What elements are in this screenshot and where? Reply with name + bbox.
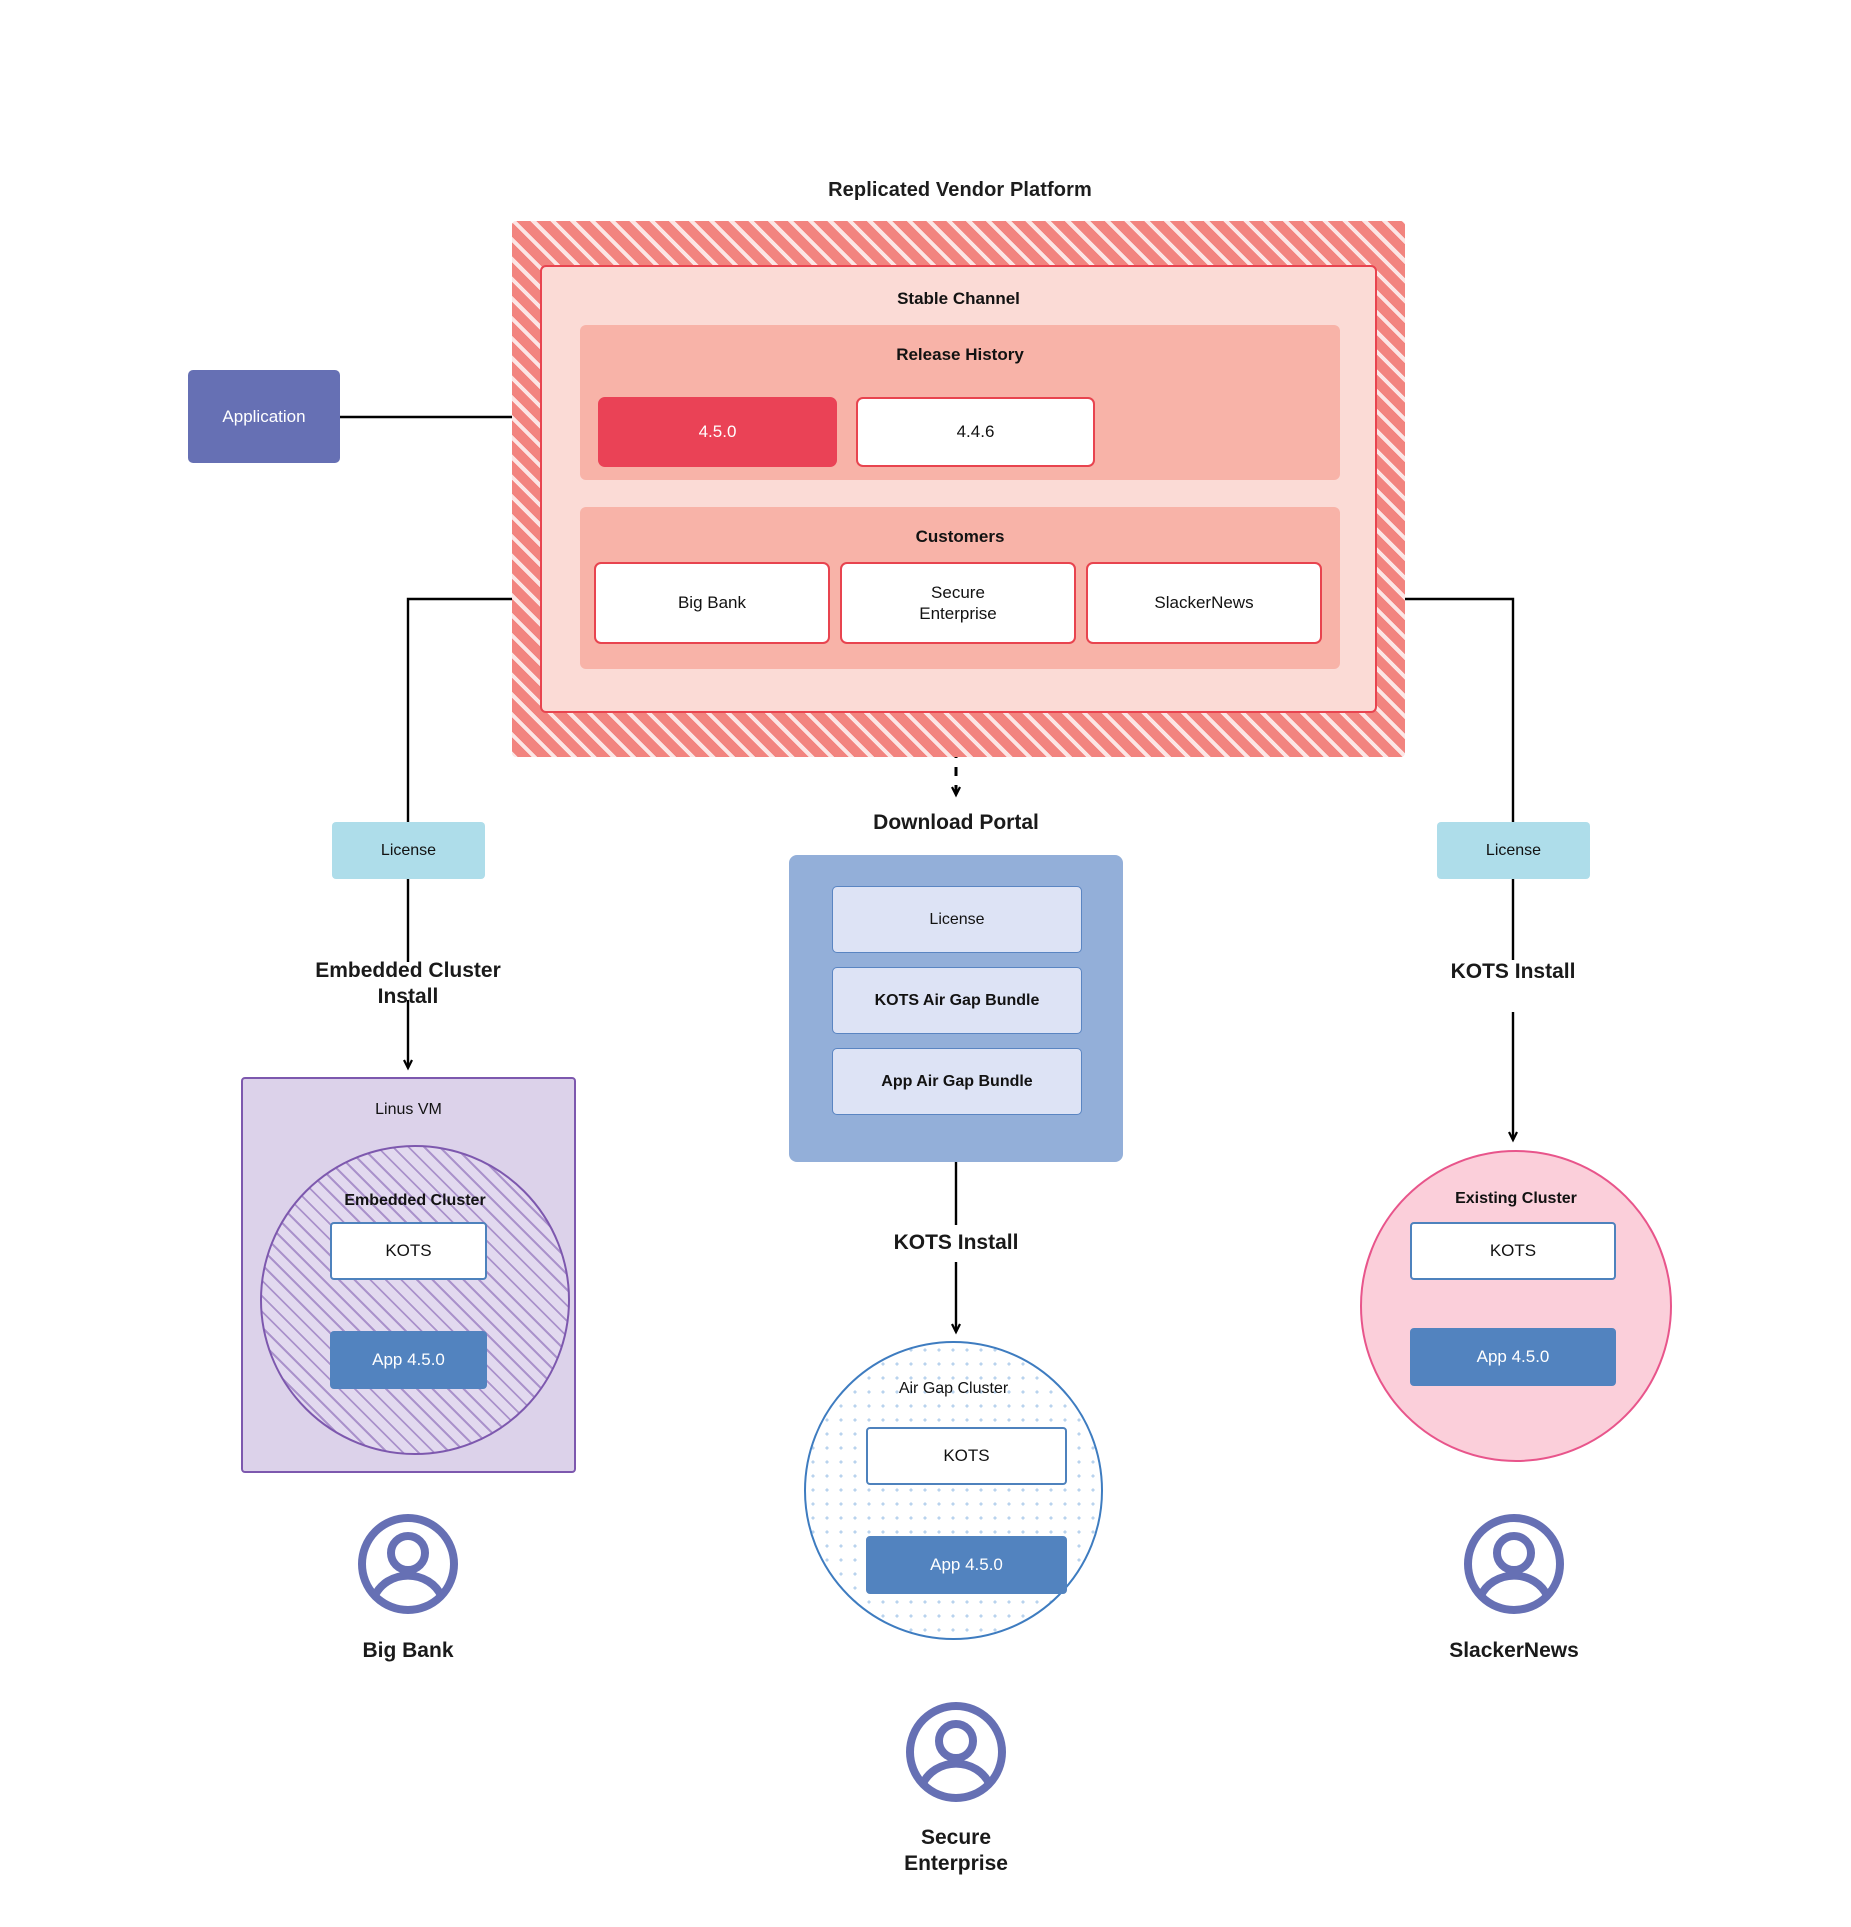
linux-vm-app-box[interactable]: App 4.5.0 <box>330 1331 487 1389</box>
user-avatar-icon-slackernews <box>1462 1512 1566 1616</box>
license-chip-right[interactable]: License <box>1437 822 1590 879</box>
release-history-band: Release History 4.5.0 4.4.6 <box>580 325 1340 480</box>
persona-label-slackernews: SlackerNews <box>1449 1639 1579 1662</box>
air-gap-cluster-title: Air Gap Cluster <box>898 1380 1009 1397</box>
existing-cluster-title: Existing Cluster <box>1455 1190 1577 1207</box>
license-chip-left[interactable]: License <box>332 822 485 879</box>
user-avatar-icon-secure-enterprise <box>904 1700 1008 1804</box>
page-title: Replicated Vendor Platform <box>828 178 1092 201</box>
customer-box-slackernews[interactable]: SlackerNews <box>1086 562 1322 644</box>
flow-label-kots-install-right: KOTS Install <box>1450 960 1576 984</box>
portal-item-app-air-gap-bundle[interactable]: App Air Gap Bundle <box>832 1048 1082 1115</box>
stable-channel-title: Stable Channel <box>897 289 1020 308</box>
stable-channel-container: Stable Channel Release History 4.5.0 4.4… <box>540 265 1377 713</box>
portal-item-kots-air-gap-bundle[interactable]: KOTS Air Gap Bundle <box>832 967 1082 1034</box>
existing-cluster-kots-box[interactable]: KOTS <box>1410 1222 1616 1280</box>
user-avatar-icon-big-bank <box>356 1512 460 1616</box>
air-gap-cluster-kots-box[interactable]: KOTS <box>866 1427 1067 1485</box>
application-node[interactable]: Application <box>188 370 340 463</box>
persona-label-big-bank: Big Bank <box>362 1639 454 1662</box>
release-history-title: Release History <box>896 345 1024 364</box>
embedded-cluster-container: Embedded Cluster <box>260 1145 570 1455</box>
customer-box-big-bank[interactable]: Big Bank <box>594 562 830 644</box>
embedded-cluster-title: Embedded Cluster <box>344 1192 486 1209</box>
release-box-current[interactable]: 4.5.0 <box>598 397 837 467</box>
flow-label-kots-install-middle: KOTS Install <box>893 1231 1019 1255</box>
release-box-previous[interactable]: 4.4.6 <box>856 397 1095 467</box>
portal-item-license[interactable]: License <box>832 886 1082 953</box>
existing-cluster-app-box[interactable]: App 4.5.0 <box>1410 1328 1616 1386</box>
air-gap-cluster-container: Air Gap Cluster <box>804 1341 1103 1640</box>
air-gap-cluster-app-box[interactable]: App 4.5.0 <box>866 1536 1067 1594</box>
download-portal-title: Download Portal <box>873 811 1039 835</box>
download-portal-container: License KOTS Air Gap Bundle App Air Gap … <box>789 855 1123 1162</box>
linux-vm-kots-box[interactable]: KOTS <box>330 1222 487 1280</box>
linux-vm-title: Linus VM <box>375 1101 442 1118</box>
customers-title: Customers <box>915 527 1005 546</box>
existing-cluster-container: Existing Cluster <box>1360 1150 1672 1462</box>
